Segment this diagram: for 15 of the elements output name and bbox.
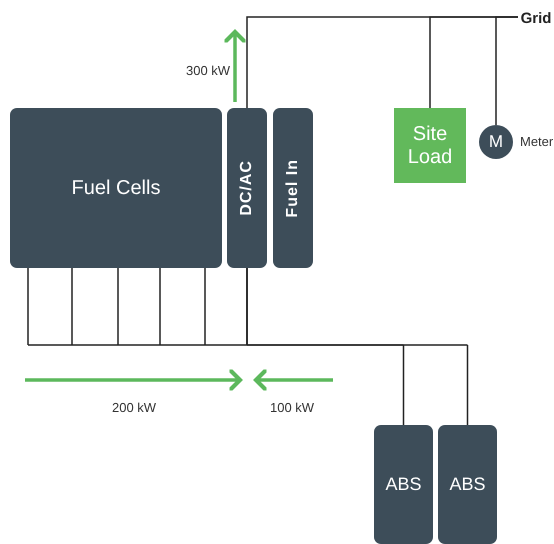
inverter-block: DC/AC (227, 108, 267, 268)
power-label: 100 kW (270, 400, 314, 415)
load-block: Site Load (394, 108, 466, 183)
meter-caption: Meter (520, 134, 554, 149)
connector-line (27, 267, 248, 346)
meter-circle: M (479, 125, 513, 159)
connector-line (246, 267, 468, 426)
power-label: 300 kW (186, 63, 230, 78)
battery-block: ABS (438, 425, 497, 544)
fuel-input-block: Fuel In (273, 108, 313, 268)
connector-line (495, 16, 518, 125)
battery-block: ABS (374, 425, 433, 544)
power-label: 200 kW (112, 400, 156, 415)
fuel-cell-block: Fuel Cells (10, 108, 222, 268)
grid-label: Grid (518, 8, 554, 28)
